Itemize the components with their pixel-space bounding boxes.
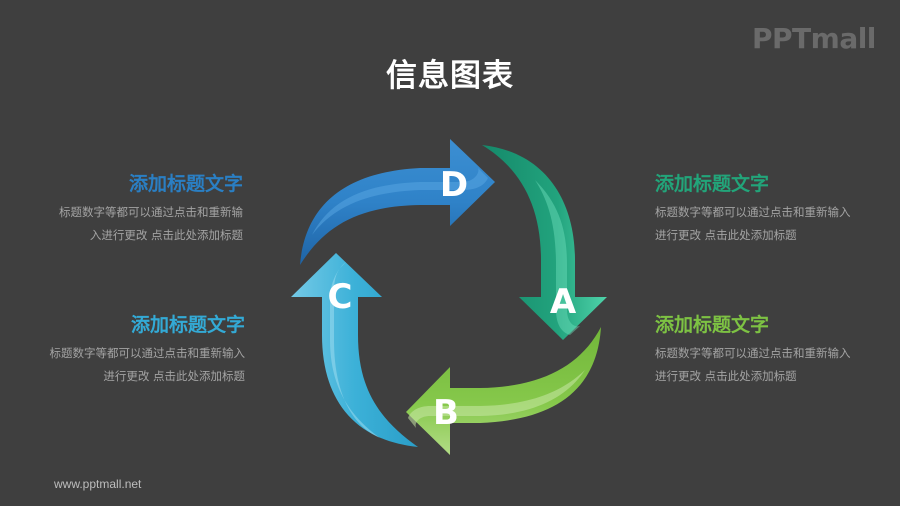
label-b: B [433,393,459,433]
block-line: 标题数字等都可以通过点击和重新输入 [655,205,851,219]
block-line: 进行更改 点击此处添加标题 [103,369,245,383]
arrow-d-icon [300,139,495,265]
text-block-top-right: 添加标题文字 标题数字等都可以通过点击和重新输入 进行更改 点击此处添加标题 [655,171,885,247]
label-d: D [440,165,468,205]
block-body: 标题数字等都可以通过点击和重新输入 进行更改 点击此处添加标题 [655,342,885,388]
label-c: C [328,277,353,317]
block-line: 标题数字等都可以通过点击和重新输入 [49,346,246,360]
block-line: 标题数字等都可以通过点击和重新输 [59,205,243,219]
brand-logo: PPTmall [752,22,876,55]
block-body: 标题数字等都可以通过点击和重新输 入进行更改 点击此处添加标题 [13,201,243,247]
block-line: 进行更改 点击此处添加标题 [655,369,797,383]
text-block-top-left: 添加标题文字 标题数字等都可以通过点击和重新输 入进行更改 点击此处添加标题 [13,171,243,247]
text-block-bottom-right: 添加标题文字 标题数字等都可以通过点击和重新输入 进行更改 点击此处添加标题 [655,312,885,388]
block-line: 标题数字等都可以通过点击和重新输入 [655,346,851,360]
page-title: 信息图表 [386,58,514,94]
block-heading: 添加标题文字 [655,314,770,336]
block-heading: 添加标题文字 [130,314,245,336]
footer-url: www.pptmall.net [54,477,142,491]
arrow-c-icon [291,253,418,447]
block-heading: 添加标题文字 [128,173,243,195]
text-block-bottom-left: 添加标题文字 标题数字等都可以通过点击和重新输入 进行更改 点击此处添加标题 [15,312,246,388]
arrow-b-icon [406,327,601,455]
block-line: 入进行更改 点击此处添加标题 [89,228,243,242]
block-line: 进行更改 点击此处添加标题 [655,228,797,242]
block-body: 标题数字等都可以通过点击和重新输入 进行更改 点击此处添加标题 [15,342,246,388]
block-body: 标题数字等都可以通过点击和重新输入 进行更改 点击此处添加标题 [655,201,885,247]
label-a: A [550,282,577,322]
block-heading: 添加标题文字 [655,173,770,195]
arrow-a-icon [482,145,607,340]
